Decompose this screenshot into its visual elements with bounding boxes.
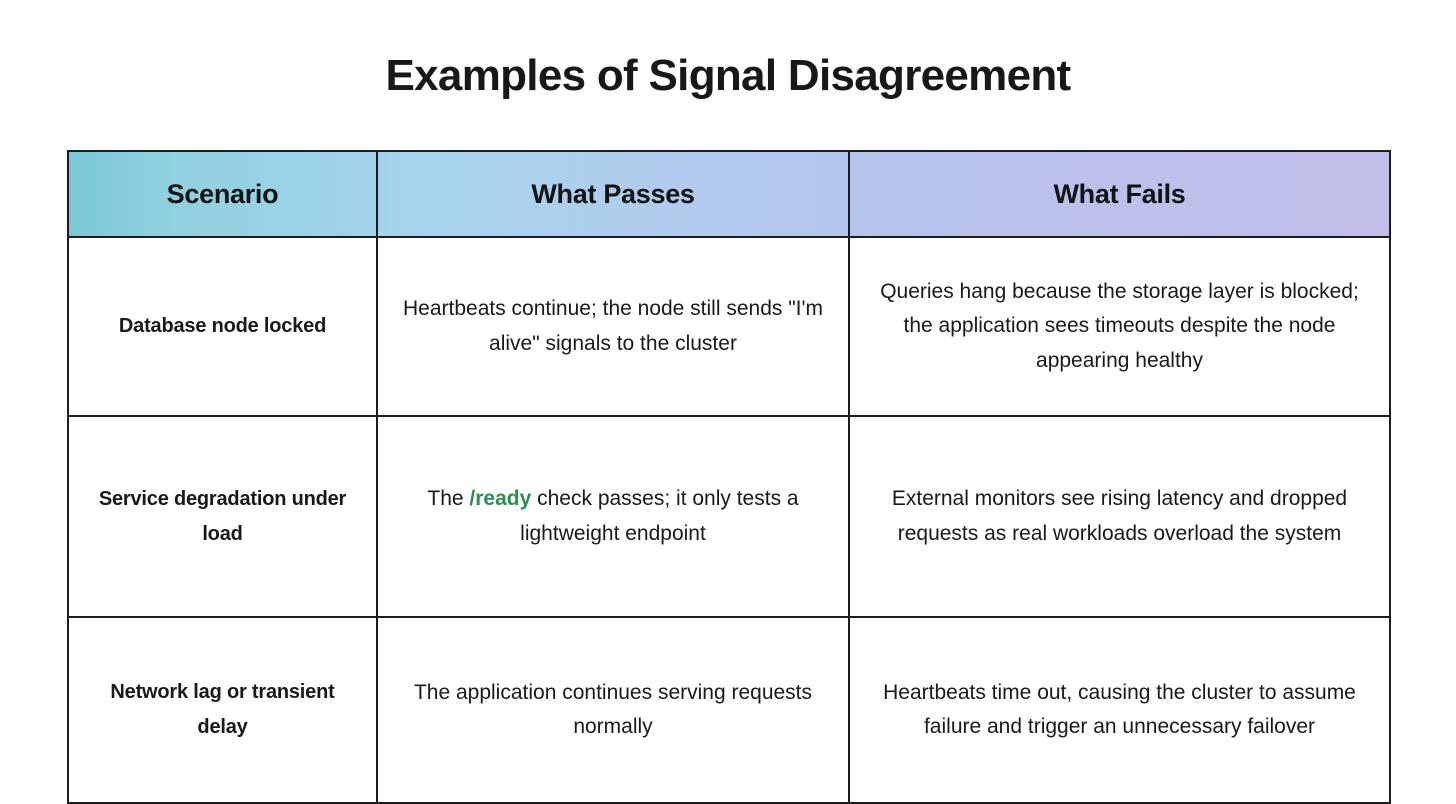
page-root: Examples of Signal Disagreement Scenario… <box>67 51 1391 804</box>
cell-what-passes-text: The /ready check passes; it only tests a… <box>396 482 830 550</box>
signal-disagreement-table-wrapper: Scenario What Passes What Fails Database… <box>67 150 1391 804</box>
table-header: Scenario What Passes What Fails <box>67 151 1391 238</box>
signal-disagreement-table: Scenario What Passes What Fails Database… <box>67 150 1391 804</box>
cell-what-passes: Heartbeats continue; the node still send… <box>376 236 850 417</box>
cell-what-passes: The /ready check passes; it only tests a… <box>376 415 850 618</box>
code-endpoint-ready: /ready <box>469 487 532 511</box>
table-body: Database node locked Heartbeats continue… <box>67 236 1391 804</box>
cell-scenario: Database node locked <box>67 236 378 417</box>
passes-text-pre: The application continues serving reques… <box>413 680 813 738</box>
table-header-row: Scenario What Passes What Fails <box>67 151 1391 238</box>
column-header-what-fails: What Fails <box>848 151 1391 238</box>
cell-what-passes: The application continues serving reques… <box>376 616 850 804</box>
passes-text-pre: Heartbeats continue; the node still send… <box>402 297 824 355</box>
column-header-what-passes: What Passes <box>376 151 850 238</box>
passes-text-post: check passes; it only tests a lightweigh… <box>520 487 799 545</box>
cell-scenario: Service degradation under load <box>67 415 378 618</box>
cell-what-passes-text: The application continues serving reques… <box>396 676 830 744</box>
table-row: Database node locked Heartbeats continue… <box>67 236 1391 417</box>
cell-what-fails: Queries hang because the storage layer i… <box>848 236 1391 417</box>
cell-what-fails: Heartbeats time out, causing the cluster… <box>848 616 1391 804</box>
passes-text-pre: The <box>427 487 470 511</box>
column-header-scenario: Scenario <box>67 151 378 238</box>
cell-what-passes-text: Heartbeats continue; the node still send… <box>396 292 830 360</box>
cell-scenario: Network lag or transient delay <box>67 616 378 804</box>
page-title: Examples of Signal Disagreement <box>385 51 1072 100</box>
cell-what-fails: External monitors see rising latency and… <box>848 415 1391 618</box>
table-row: Service degradation under load The /read… <box>67 415 1391 618</box>
table-row: Network lag or transient delay The appli… <box>67 616 1391 804</box>
